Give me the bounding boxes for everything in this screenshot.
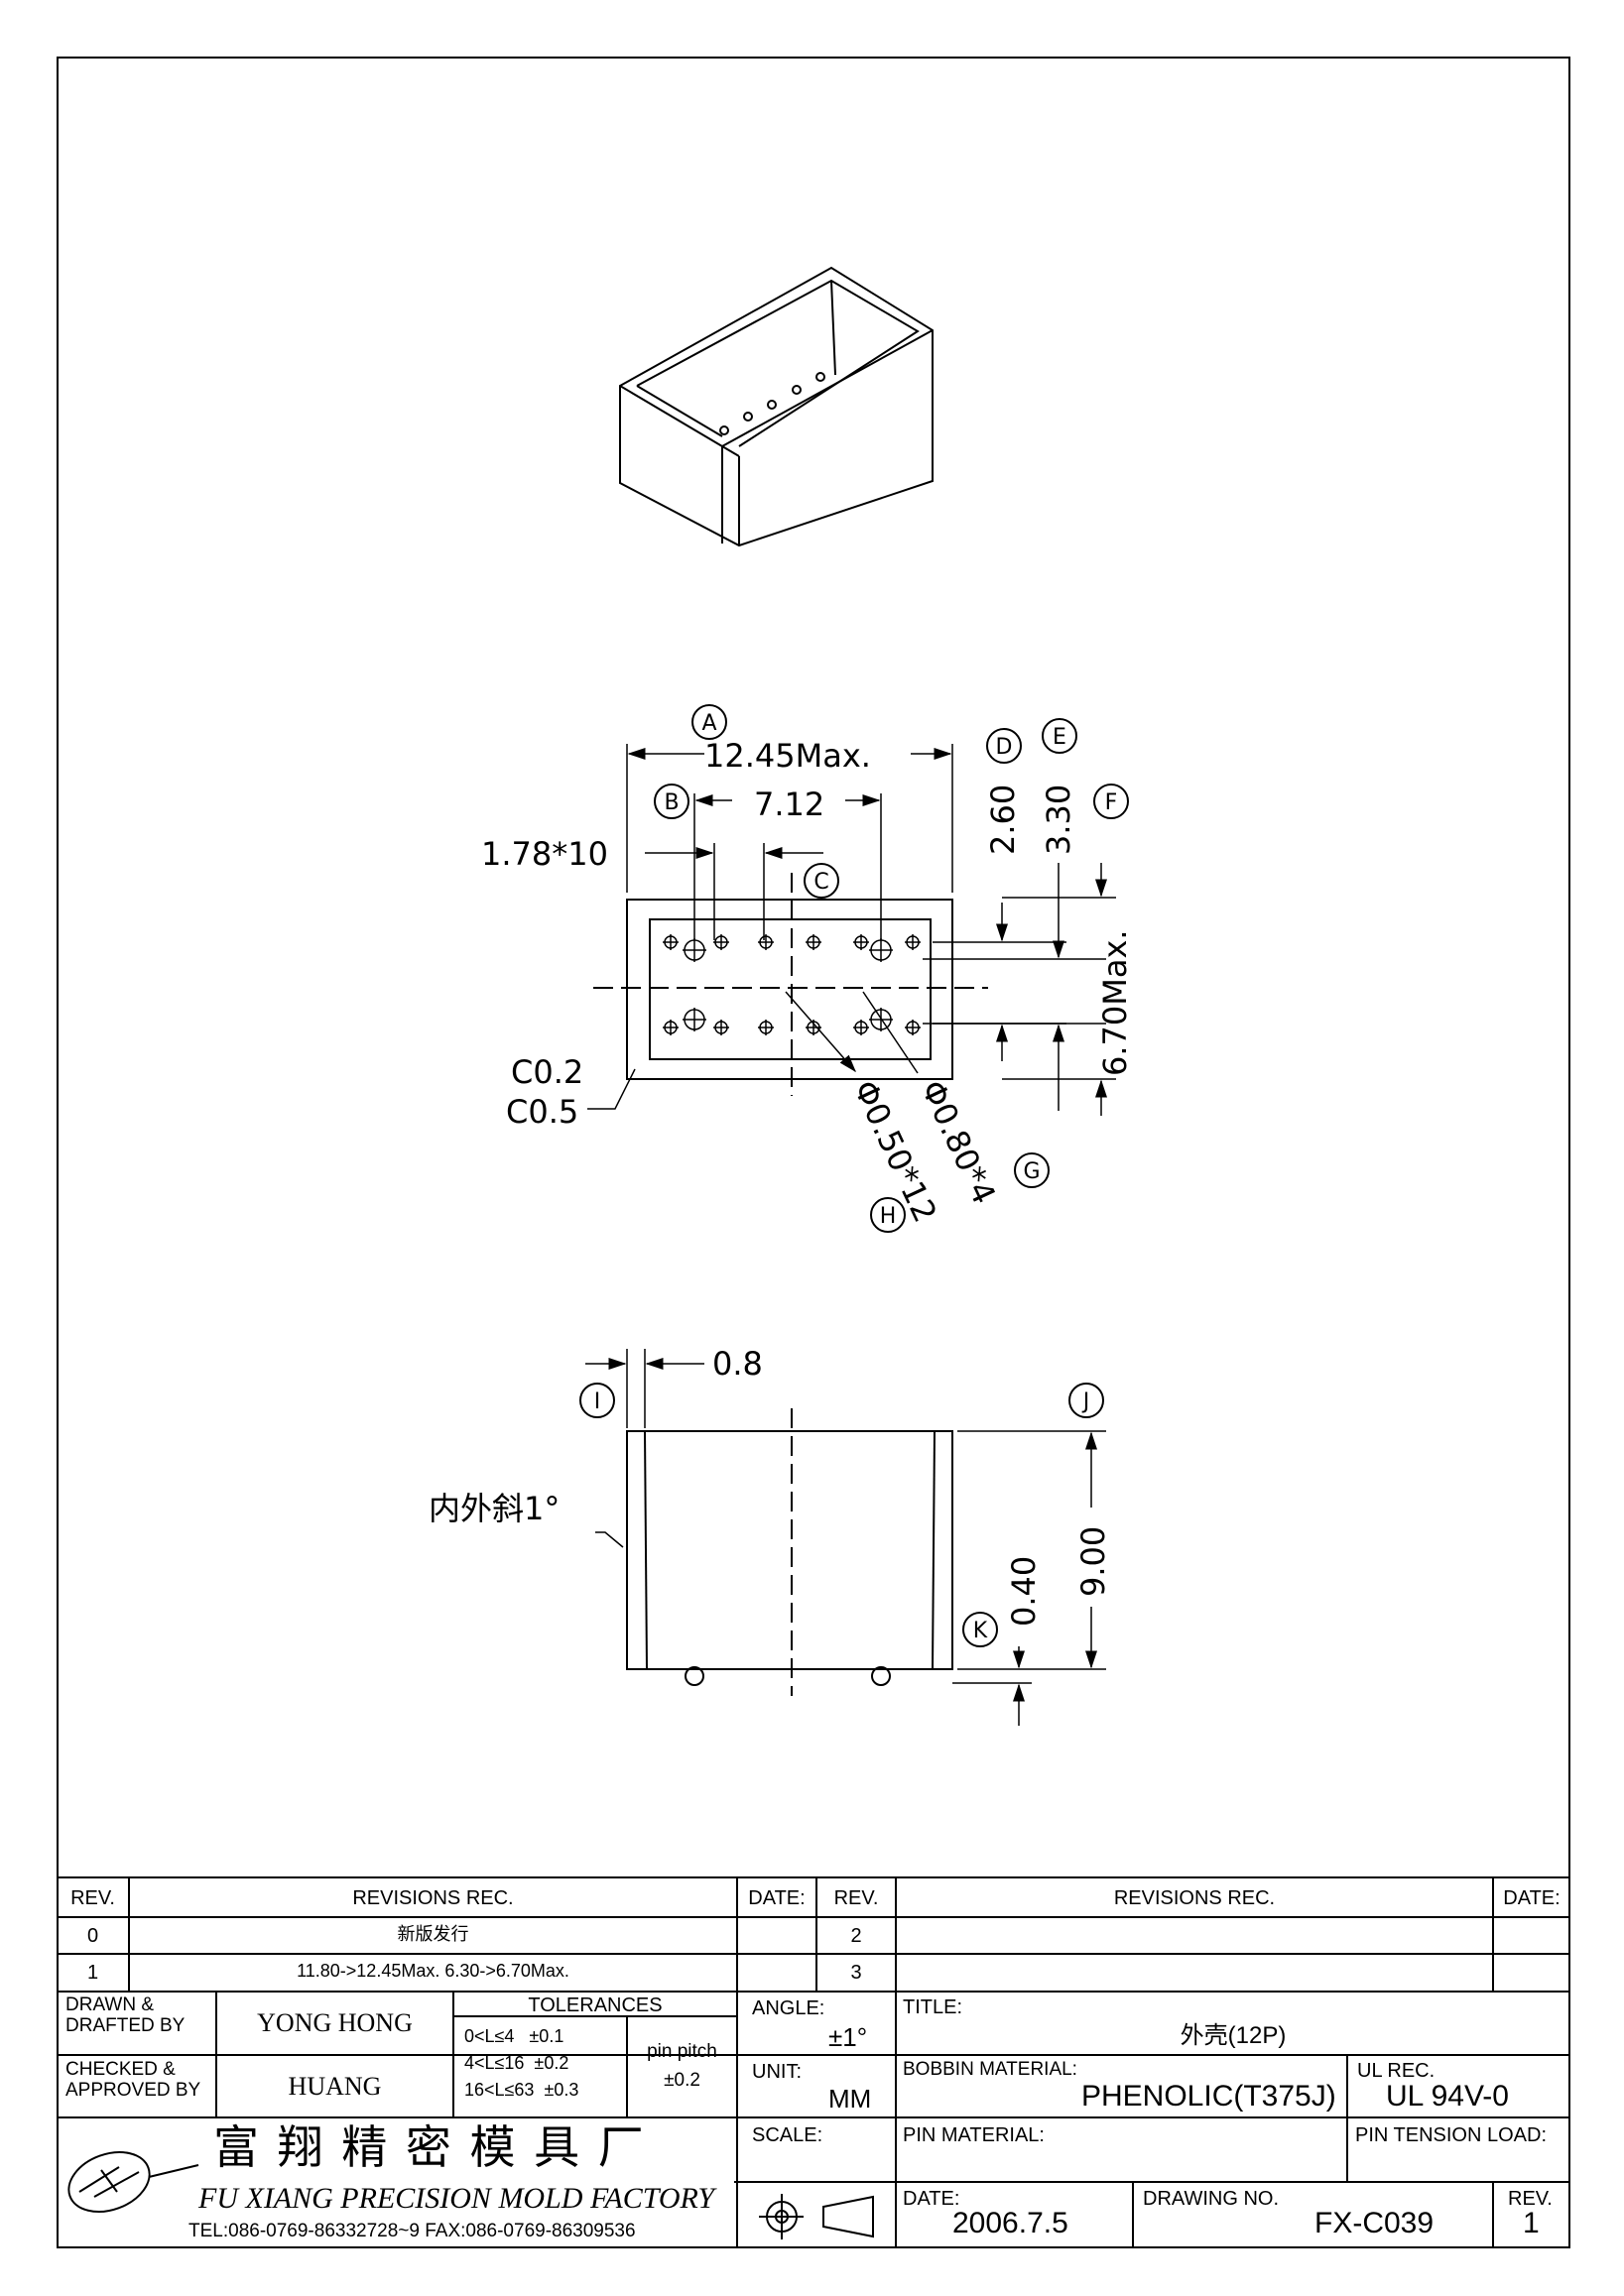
ul-rec-value: UL 94V-0	[1386, 2080, 1509, 2113]
pin-hole-small-cross	[758, 934, 774, 950]
balloon-j: J	[1081, 1390, 1090, 1414]
pin-hole-small-cross	[905, 1020, 921, 1035]
dim-e-text: 3.30	[1040, 785, 1077, 855]
pin-hole-small-cross	[713, 934, 729, 950]
scale-label: SCALE:	[752, 2124, 823, 2146]
rev-row-3: 3	[850, 1962, 862, 1984]
drawn-label: DRAWN & DRAFTED BY	[65, 1994, 186, 2036]
angle-label: ANGLE:	[752, 1997, 825, 2019]
pin-hole-large-cross	[869, 938, 893, 962]
pin-pitch: pin pitch ±0.2	[647, 2041, 717, 2091]
side-view-dimensions	[585, 1349, 1106, 1726]
date-label: DATE:	[903, 2188, 960, 2210]
dim-a-text: 12.45Max.	[704, 737, 871, 775]
rev-row-2: 2	[850, 1925, 862, 1947]
rev-header-right: REV.	[833, 1887, 879, 1909]
pin-hole-large-cross	[683, 1008, 706, 1031]
date-value: 2006.7.5	[952, 2207, 1068, 2239]
tolerances-header: TOLERANCES	[528, 1994, 663, 2016]
dim-j-text: 9.00	[1074, 1526, 1112, 1597]
title-block-grid	[57, 1876, 1570, 2248]
balloon-g: G	[1023, 1159, 1040, 1184]
balloon-c: C	[813, 870, 828, 895]
balloon-d: D	[996, 735, 1013, 760]
date-header-right: DATE:	[1503, 1887, 1561, 1909]
revision-text-0: 新版发行	[397, 1924, 469, 1944]
dim-k-text: 0.40	[1005, 1556, 1043, 1627]
drawing-no-value: FX-C039	[1314, 2207, 1435, 2239]
company-name-cn: 富 翔 精 密 模 具 厂	[213, 2120, 646, 2174]
fx-logo-icon	[67, 2151, 199, 2213]
pin-hole-small-cross	[905, 934, 921, 950]
revisions-header-left: REVISIONS REC.	[352, 1887, 514, 1909]
pin-hole-small-cross	[853, 1020, 869, 1035]
dim-i-text: 0.8	[712, 1345, 763, 1383]
dim-f-text: 6.70Max.	[1096, 929, 1134, 1076]
dim-d-text: 2.60	[984, 785, 1022, 855]
rev-header-left: REV.	[70, 1887, 115, 1909]
pin-hole-small-cross	[663, 934, 679, 950]
ul-rec-label: UL REC.	[1357, 2060, 1436, 2082]
pin-hole-small-cross	[806, 1020, 821, 1035]
pin-material-label: PIN MATERIAL:	[903, 2124, 1045, 2146]
pin-hole-small-cross	[806, 934, 821, 950]
rev-row-1: 1	[86, 1962, 99, 1984]
balloon-e: E	[1053, 725, 1066, 750]
company-contact: TEL:086-0769-86332728~9 FAX:086-0769-863…	[188, 2221, 636, 2241]
draft-angle-text: 内外斜1°	[429, 1490, 560, 1527]
dim-c05-text: C0.5	[506, 1093, 578, 1131]
date-header-left: DATE:	[748, 1887, 806, 1909]
isometric-view	[619, 266, 934, 547]
pin-hole-small-cross	[663, 1020, 679, 1035]
balloon-b: B	[664, 790, 679, 815]
top-view-dimensions	[587, 744, 1116, 1116]
checked-by: HUANG	[288, 2072, 382, 2101]
side-view	[626, 1408, 953, 1696]
pin-hole-small-cross	[853, 934, 869, 950]
rev-value: 1	[1523, 2207, 1540, 2239]
pin-hole-large-cross	[683, 938, 706, 962]
balloon-f: F	[1105, 790, 1118, 815]
dim-b-text: 7.12	[754, 785, 824, 823]
bobbin-material-value: PHENOLIC(T375J)	[1081, 2080, 1336, 2113]
drawn-by: YONG HONG	[257, 2008, 413, 2037]
pin-tension-label: PIN TENSION LOAD:	[1355, 2124, 1548, 2146]
pin-hole-small-cross	[758, 1020, 774, 1035]
company-name-en: FU XIANG PRECISION MOLD FACTORY	[198, 2182, 715, 2215]
drawing-no-label: DRAWING NO.	[1143, 2188, 1280, 2210]
balloon-a: A	[701, 711, 716, 736]
checked-label: CHECKED & APPROVED BY	[65, 2059, 201, 2101]
angle-value: ±1°	[828, 2022, 868, 2052]
balloon-h: H	[880, 1204, 897, 1229]
unit-value: MM	[828, 2084, 872, 2114]
pin-hole-small-cross	[713, 1020, 729, 1035]
balloon-i: I	[594, 1390, 601, 1414]
dim-c02-text: C0.2	[511, 1053, 583, 1091]
revision-text-1: 11.80->12.45Max. 6.30->6.70Max.	[297, 1961, 569, 1981]
revisions-header-right: REVISIONS REC.	[1113, 1887, 1276, 1909]
rev-label: REV.	[1508, 2188, 1553, 2210]
bobbin-material-label: BOBBIN MATERIAL:	[903, 2059, 1077, 2080]
drawing-frame	[57, 57, 1570, 2248]
unit-label: UNIT:	[752, 2061, 802, 2083]
top-view	[593, 873, 988, 1096]
balloon-k: K	[973, 1619, 988, 1643]
balloons	[579, 704, 1129, 1647]
tolerance-ranges: 0<L≤4 ±0.1 4<L≤16 ±0.2 16<L≤63 ±0.3	[464, 2026, 579, 2100]
projection-symbol-icon	[759, 2194, 874, 2239]
part-title: 外壳(12P)	[1180, 2022, 1287, 2049]
title-label: TITLE:	[903, 1996, 963, 2018]
rev-row-0: 0	[86, 1925, 99, 1947]
dim-pitch-text: 1.78*10	[481, 835, 608, 873]
